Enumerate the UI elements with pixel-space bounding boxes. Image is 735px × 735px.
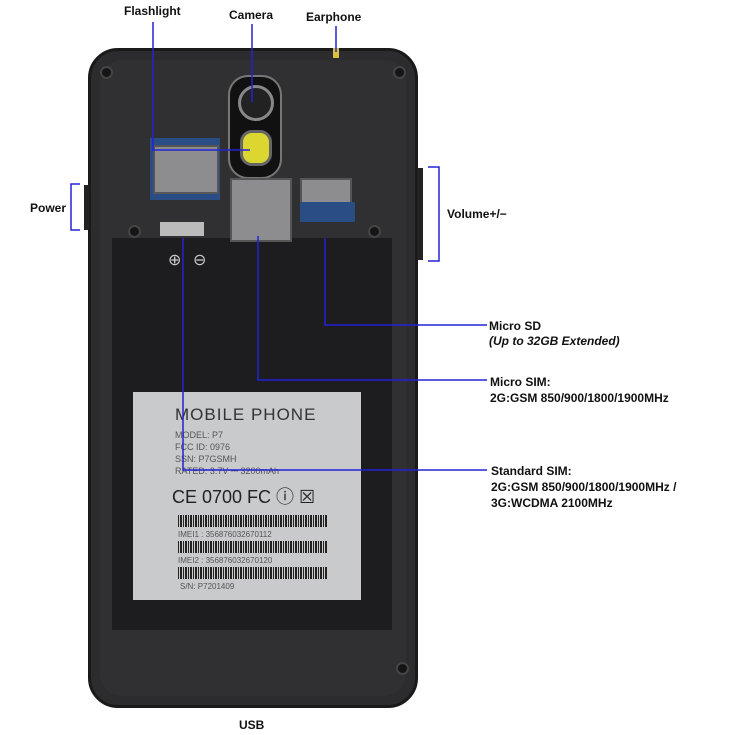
label-micro-sim: Micro SIM: [490,375,551,389]
micro-sim-slot [230,178,292,242]
power-bracket [70,183,80,231]
label-volume: Volume+/− [447,207,507,221]
screw [128,225,141,238]
battery-certifications: CE 0700 FC ⓘ ☒ [172,487,316,507]
battery-rated: RATED: 3.7V ⎓ 3200mAh [175,466,280,476]
label-micro-sim-bands: 2G:GSM 850/900/1800/1900MHz [490,391,669,405]
screw [368,225,381,238]
micro-sd-leader [324,238,487,326]
screw [393,66,406,79]
barcode [178,541,328,553]
standard-sim-slot [153,145,219,194]
flashlight-leader [152,22,250,151]
micro-sd-pcb [300,202,355,222]
battery-ssn: SSN: P7GSMH [175,454,237,464]
screw [100,66,113,79]
plus-terminal-icon: ⊕ [168,252,182,269]
battery-connector [160,222,204,236]
label-usb: USB [239,718,265,732]
label-standard-sim: Standard SIM: [491,464,572,478]
label-micro-sd: Micro SD [489,319,542,333]
battery-fcc: FCC ID: 0976 [175,442,231,452]
label-standard-sim-3g: 3G:WCDMA 2100MHz [491,496,613,510]
label-micro-sd-note: (Up to 32GB Extended) [489,334,620,348]
power-button [84,185,89,230]
label-flashlight: Flashlight [124,4,181,18]
battery-title: MOBILE PHONE [175,405,317,424]
battery-model: MODEL: P7 [175,430,224,440]
label-standard-sim-2g: 2G:GSM 850/900/1800/1900MHz / [491,480,677,494]
volume-button [417,168,423,260]
battery-sn: S/N: P7201409 [180,582,235,591]
micro-sim-leader [257,236,487,381]
flashlight-led [240,130,272,166]
standard-sim-leader [182,238,487,471]
barcode [178,515,328,527]
label-earphone: Earphone [306,10,362,24]
minus-terminal-icon: ⊖ [193,252,207,269]
label-power: Power [30,201,67,215]
volume-bracket [428,166,440,262]
earphone-jack [333,48,339,58]
camera-lens [238,85,274,121]
battery-imei1: IMEI1 : 356876032670112 [178,530,272,539]
battery-imei2: IMEI2 : 356876032670120 [178,556,273,565]
battery [133,392,361,600]
barcode [178,567,328,579]
screw [396,662,409,675]
label-camera: Camera [229,8,274,22]
